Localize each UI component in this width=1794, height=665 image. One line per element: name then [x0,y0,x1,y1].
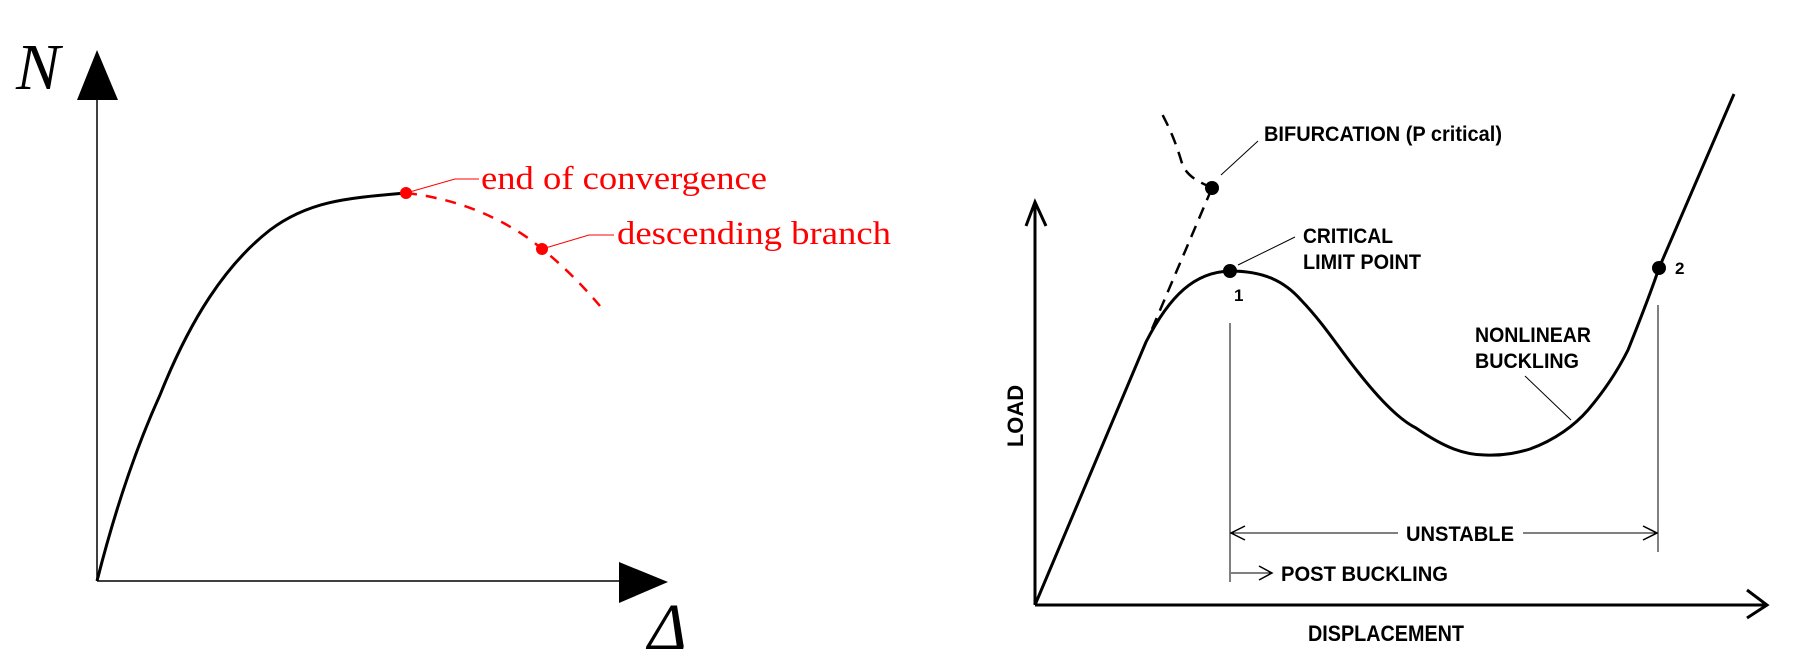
nonlinear-label-line2: BUCKLING [1475,350,1579,373]
descending-branch-curve [405,191,601,307]
unstable-label: UNSTABLE [1406,523,1514,546]
end-of-convergence-label: end of convergence [481,161,767,197]
right-y-axis-label: LOAD [1003,385,1028,447]
bifurcation-point [1205,181,1219,195]
bifurcation-label: BIFURCATION (P critical) [1264,123,1502,146]
bifurcation-leader [1220,140,1259,176]
bifurcation-dashed-line [1150,187,1214,330]
end-of-convergence-leader [405,178,479,194]
critical-label-line1: CRITICAL [1303,225,1393,248]
descending-branch-leader [541,234,614,250]
bifurcation-dashed-curve [1159,111,1213,190]
left-x-axis-arrow-icon [619,562,668,603]
unstable-right-arrowhead-icon [1642,525,1659,541]
point-2-label: 2 [1675,259,1684,278]
point-1-label: 1 [1234,286,1243,305]
point-2 [1652,261,1666,275]
nonlinear-label-line1: NONLINEAR [1475,324,1591,347]
post-buckling-label: POST BUCKLING [1281,563,1448,586]
descending-branch-label: descending branch [617,216,892,252]
left-y-axis-label: N [15,31,64,104]
critical-limit-point-leader [1237,236,1296,266]
left-x-axis-label: Δ [645,591,687,664]
right-x-axis-arrow-icon [1746,588,1770,620]
load-displacement-curve [1033,93,1736,606]
right-diagram: LOAD DISPLACEMENT 1 2 BIFURCATION (P cri… [1003,93,1770,646]
left-diagram: N Δ end of convergence descending branch [15,31,892,664]
critical-limit-point-1 [1223,264,1237,278]
post-buckling-arrowhead-icon [1258,565,1274,581]
right-y-axis-arrow-icon [1024,198,1048,227]
unstable-left-arrowhead-icon [1229,525,1246,541]
critical-label-line2: LIMIT POINT [1303,251,1421,274]
nonlinear-buckling-leader [1524,375,1572,421]
right-x-axis-label: DISPLACEMENT [1308,621,1465,646]
load-curve [95,191,407,582]
left-y-axis-arrow-icon [77,50,118,100]
